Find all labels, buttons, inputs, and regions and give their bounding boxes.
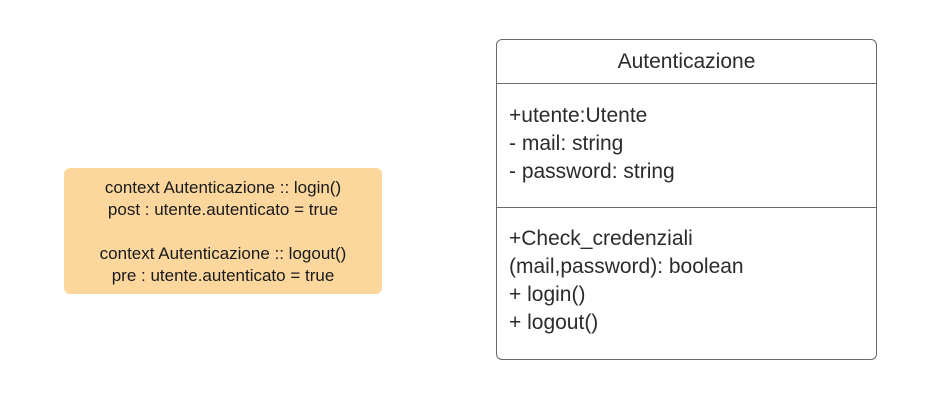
uml-class-box: Autenticazione +utente:Utente - mail: st… — [496, 39, 877, 360]
operation-logout: + logout() — [509, 311, 599, 334]
attribute-utente: +utente:Utente — [509, 104, 648, 127]
operation-check-credenziali: +Check_credenziali — [509, 227, 693, 250]
class-operations: +Check_credenziali (mail,password): bool… — [497, 208, 876, 337]
operation-login: + login() — [509, 283, 586, 306]
class-attributes: +utente:Utente - mail: string - password… — [497, 84, 876, 208]
attribute-password: - password: string — [509, 160, 675, 183]
note-logout-context: context Autenticazione :: logout() — [99, 244, 347, 263]
note-login-postcondition: post : utente.autenticato = true — [107, 200, 339, 219]
note-spacer — [64, 221, 382, 243]
note-login-context: context Autenticazione :: login() — [104, 178, 342, 197]
class-name: Autenticazione — [497, 40, 876, 84]
ocl-constraint-note: context Autenticazione :: login() post :… — [64, 168, 382, 294]
attribute-mail: - mail: string — [509, 132, 624, 155]
note-logout-precondition: pre : utente.autenticato = true — [111, 266, 335, 285]
operation-check-credenziali-signature: (mail,password): boolean — [509, 255, 744, 278]
